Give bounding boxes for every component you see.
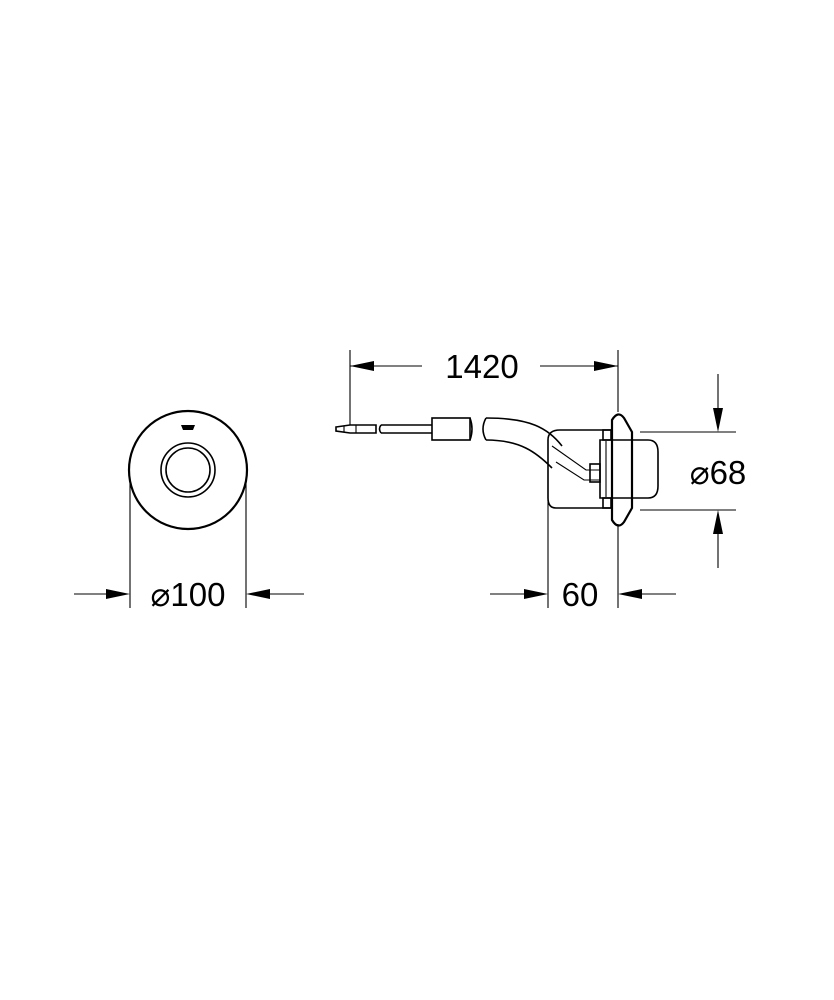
front-view — [127, 409, 249, 531]
hose — [485, 417, 563, 447]
dim-plate-diameter: ⌀68 — [640, 374, 746, 568]
push-cap — [599, 439, 659, 499]
cable-connector — [431, 417, 471, 441]
dim-label-depth: 60 — [562, 576, 599, 613]
sensor-window-icon — [181, 425, 195, 430]
front-button-face — [165, 447, 211, 493]
dim-label-front-diameter: ⌀100 — [151, 576, 226, 613]
dim-label-cable-length: 1420 — [445, 348, 518, 385]
front-button-ring — [160, 442, 216, 498]
dim-label-plate-diameter: ⌀68 — [690, 454, 747, 491]
side-view — [335, 413, 659, 527]
dim-depth: 60 — [490, 500, 676, 613]
mounting-plate — [610, 413, 634, 527]
front-outer-rosette — [127, 409, 249, 531]
valve-nipple — [589, 463, 601, 483]
dim-front-diameter: ⌀100 — [74, 482, 304, 613]
dim-cable-length: 1420 — [349, 348, 619, 425]
